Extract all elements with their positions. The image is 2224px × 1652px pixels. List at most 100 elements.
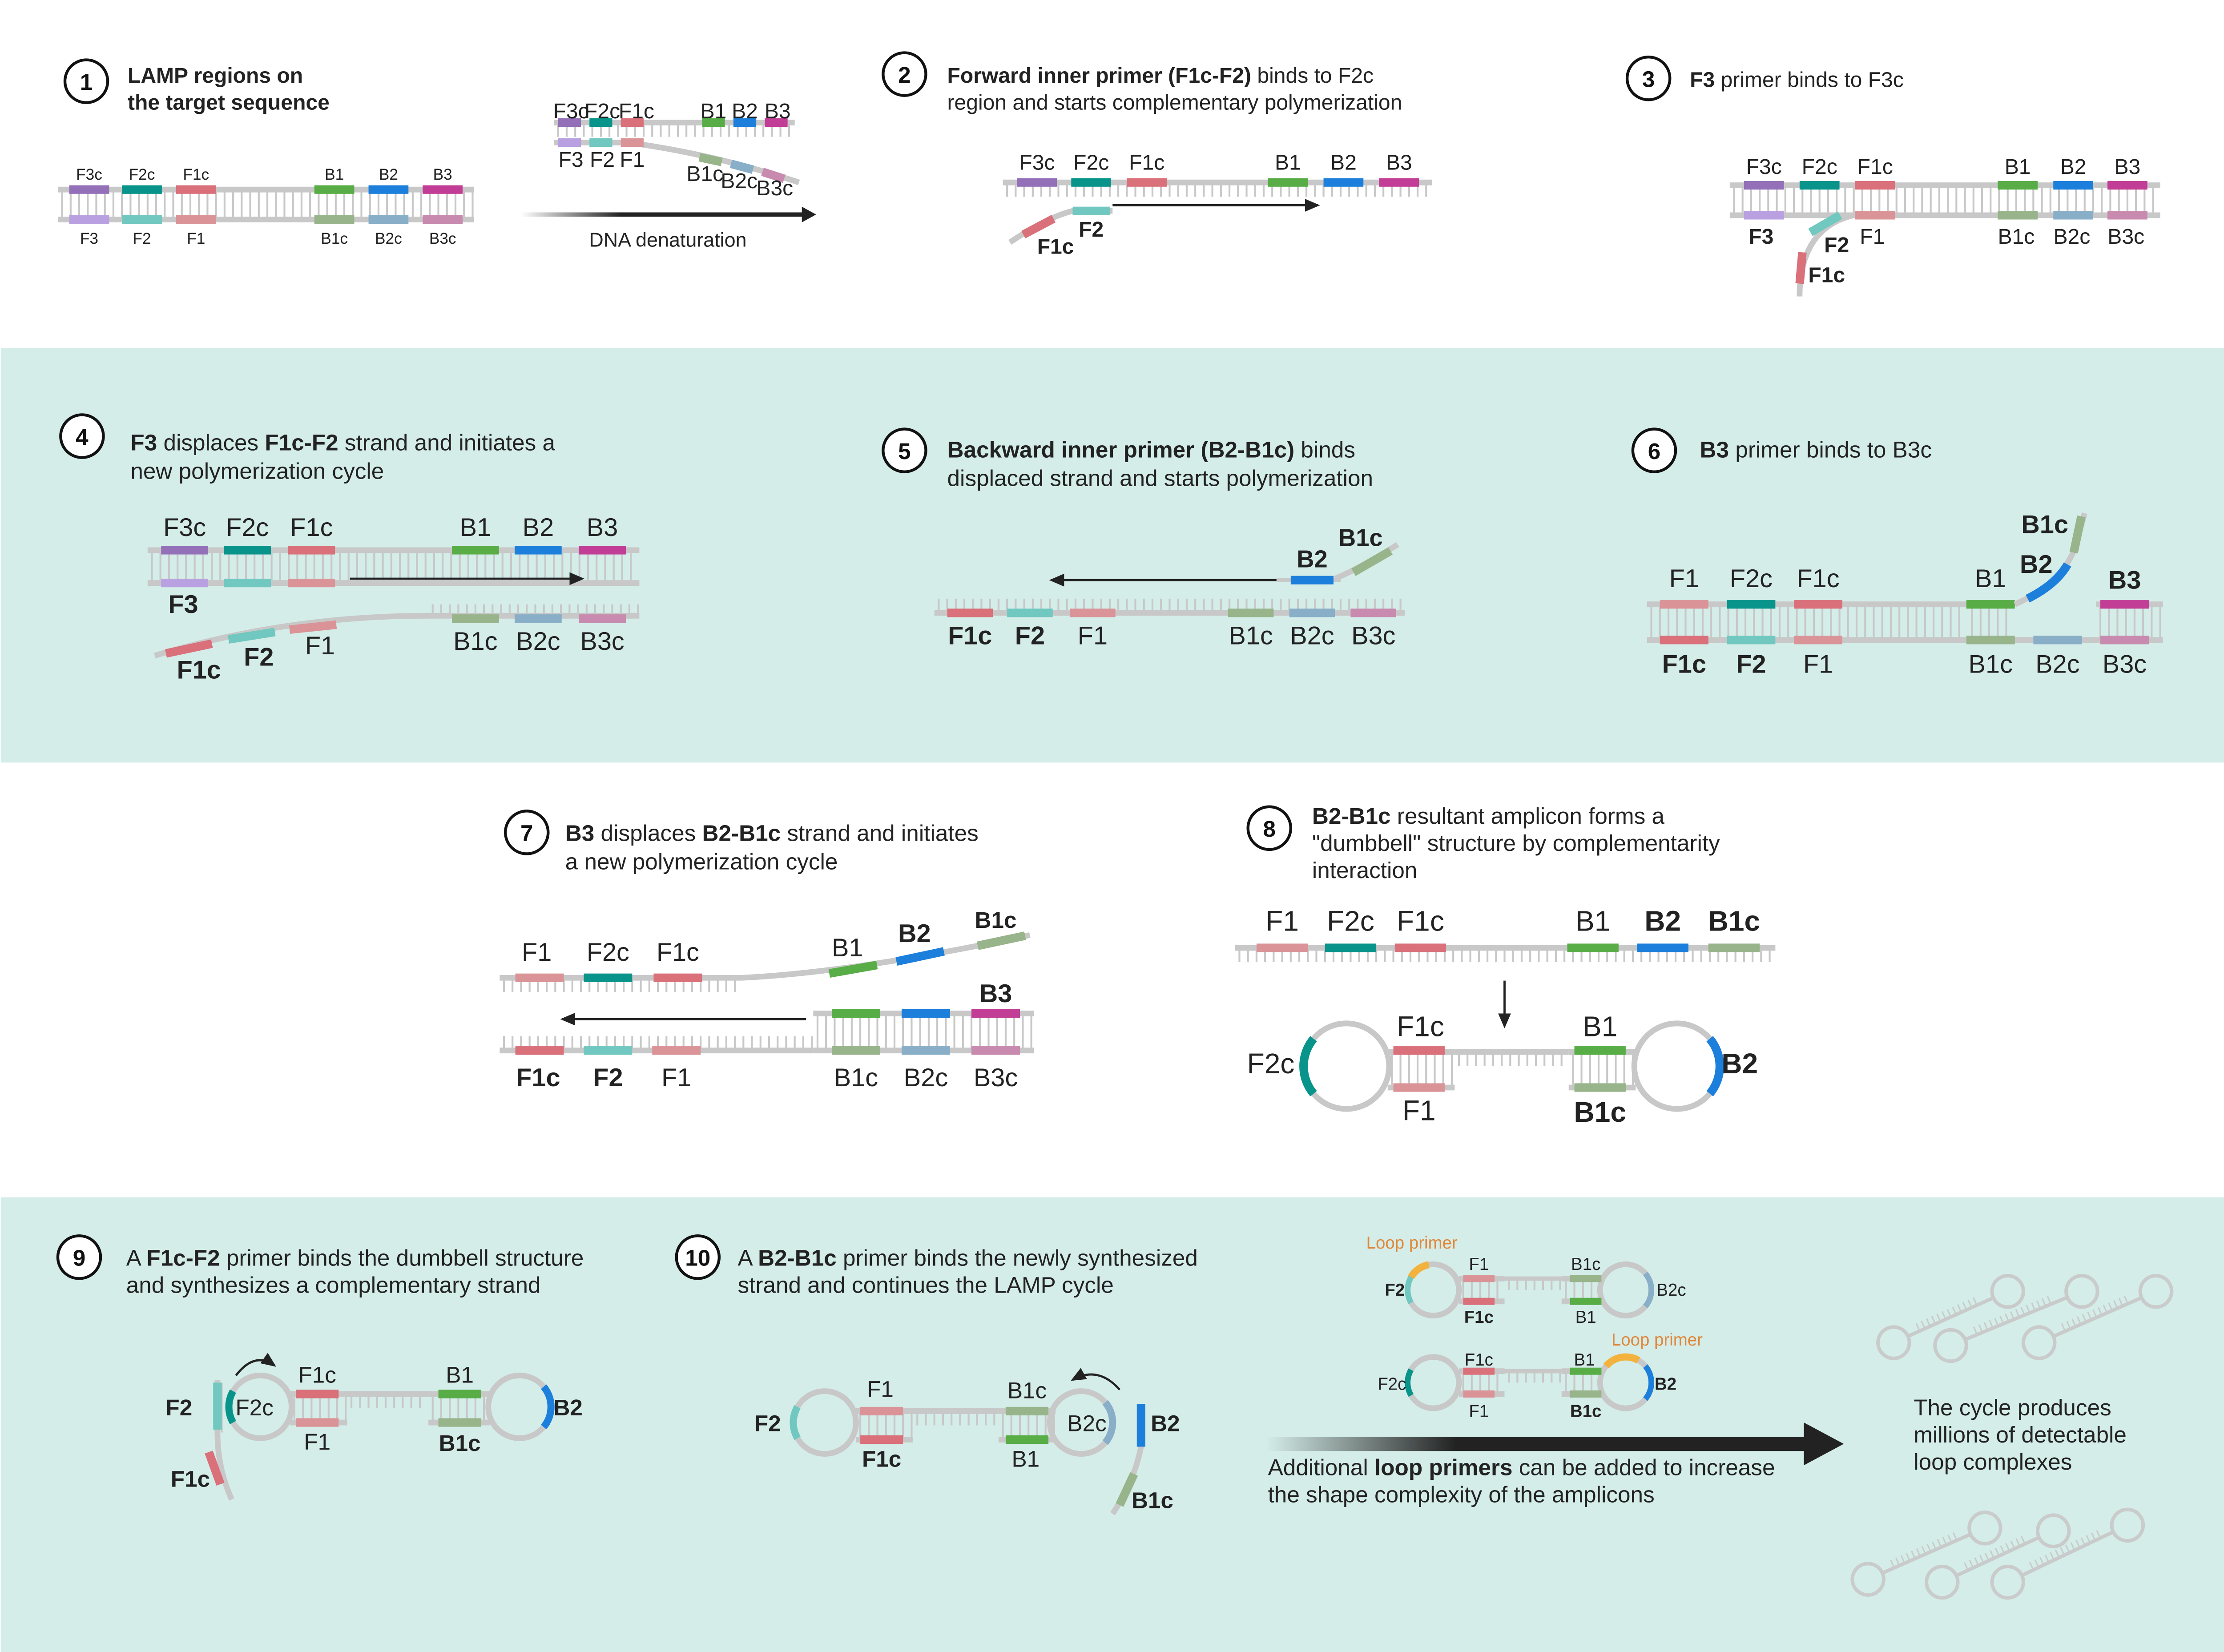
- rung: [2050, 1552, 2055, 1561]
- region-label: B1c: [975, 907, 1016, 933]
- region-label: F2c: [129, 166, 155, 183]
- rung: [2087, 1311, 2092, 1320]
- loop-primer: [1603, 1353, 1640, 1369]
- title-run: F3: [130, 430, 157, 455]
- region-label: F2c: [1378, 1374, 1406, 1394]
- step-number-badge: [56, 1234, 102, 1280]
- rung: [2065, 1544, 2071, 1553]
- region-label: B2: [1721, 1048, 1758, 1080]
- panel-title-line: B3 displaces B2-B1c strand and initiates: [565, 821, 979, 846]
- rung: [2076, 1316, 2082, 1325]
- region-label: B3c: [429, 230, 456, 247]
- dumbbell-loop: [1301, 1020, 1392, 1112]
- region-b1: [1005, 1435, 1049, 1444]
- region-label: B1: [460, 513, 492, 542]
- region-label: B1c: [1708, 905, 1761, 937]
- region-b2: [902, 1009, 950, 1018]
- rung: [1962, 1301, 1967, 1310]
- region-label: F3: [1749, 225, 1773, 249]
- region-label: B1c: [686, 162, 723, 186]
- step-number: 1: [80, 69, 93, 95]
- region-label: B1: [1975, 564, 2006, 593]
- stem: [2052, 1296, 2143, 1338]
- loop-end: [2138, 1274, 2174, 1309]
- panel-title-line: a new polymerization cycle: [565, 849, 838, 874]
- step-number: 7: [520, 821, 533, 846]
- loop-end: [1990, 1564, 2025, 1600]
- rung: [1937, 1539, 1942, 1548]
- title-run: B3: [1700, 437, 1729, 463]
- background-band: [0, 347, 2224, 763]
- step-number-badge: [1246, 805, 1293, 851]
- region-label: B3: [433, 166, 452, 183]
- region-label: F1: [661, 1064, 691, 1092]
- title-run: Forward inner primer (F1c-F2): [947, 64, 1251, 88]
- rung: [1973, 1326, 1978, 1335]
- region-b1c: [832, 1046, 880, 1055]
- region-label: F3: [80, 230, 98, 247]
- panel-title-line: the target sequence: [128, 91, 330, 115]
- region-b1: [438, 1390, 481, 1398]
- rung: [1926, 1543, 1931, 1552]
- region-label: B1: [2005, 155, 2031, 179]
- region-f2: [584, 1046, 633, 1055]
- loop-complex-icon: [1990, 1507, 2145, 1600]
- region-label: B2c: [516, 627, 560, 656]
- rung: [2080, 1537, 2086, 1546]
- region-label: B3: [2108, 566, 2141, 594]
- region-f1: [1463, 1275, 1495, 1282]
- region-b1c: [977, 931, 1026, 950]
- region-b2: [2053, 181, 2093, 190]
- loop-end: [1933, 1328, 1968, 1363]
- region-f2: [589, 138, 612, 147]
- rung: [2070, 1542, 2075, 1551]
- region-b2: [1290, 576, 1334, 584]
- region-label: F2: [593, 1064, 623, 1092]
- step-number: 10: [685, 1245, 710, 1271]
- rung: [1952, 1306, 1957, 1315]
- region-b2c: [368, 215, 409, 224]
- region-label: B2c: [1067, 1410, 1106, 1436]
- panel-title-line: region and starts complementary polymeri…: [947, 91, 1402, 115]
- rung: [2005, 1543, 2010, 1551]
- rung: [1978, 1324, 1983, 1333]
- panel-title-line: LAMP regions on: [128, 64, 303, 88]
- region-b1c: [698, 153, 723, 166]
- region-label: F2: [754, 1410, 781, 1436]
- rung: [1973, 1297, 1978, 1306]
- region-f1: [515, 973, 564, 982]
- title-run: B2-B1c: [758, 1245, 837, 1271]
- rung: [1999, 1315, 2004, 1324]
- region-label: F2: [133, 230, 151, 247]
- loop-end: [1876, 1325, 1911, 1360]
- region-b3: [2107, 181, 2147, 190]
- loop-complex-icon: [2021, 1274, 2174, 1360]
- region-label: B1c: [1338, 524, 1383, 551]
- region-b3c: [579, 614, 626, 623]
- rung: [2113, 1300, 2118, 1309]
- region-f1c: [1393, 1046, 1445, 1055]
- region-label: F2: [1736, 650, 1766, 679]
- title-run: A: [126, 1245, 147, 1271]
- region-label: B1c: [1229, 621, 1273, 650]
- region-label: F1c: [1397, 1011, 1444, 1043]
- loop-end: [2064, 1274, 2099, 1309]
- region-b1c: [1574, 1083, 1626, 1092]
- region-label: B2: [523, 513, 554, 542]
- region-f1: [1660, 600, 1708, 609]
- title-run: primer binds the newly synthesized: [837, 1245, 1198, 1271]
- step-number-badge: [1625, 55, 1672, 101]
- panel-title-line: "dumbbell" structure by complementarity: [1312, 830, 1720, 856]
- step-number: 5: [898, 439, 911, 464]
- region-label: B1c: [321, 230, 348, 247]
- region-f1c: [620, 118, 644, 127]
- title-run: interaction: [1312, 858, 1418, 883]
- loop-end: [1850, 1562, 1886, 1597]
- region-b1: [702, 118, 725, 127]
- region-f2c: [224, 546, 271, 555]
- title-run: "dumbbell" structure by complementarity: [1312, 830, 1720, 856]
- rung: [1984, 1552, 1990, 1561]
- region-label: F1: [522, 938, 552, 967]
- region-b1c: [1005, 1406, 1049, 1416]
- rung: [2103, 1305, 2108, 1314]
